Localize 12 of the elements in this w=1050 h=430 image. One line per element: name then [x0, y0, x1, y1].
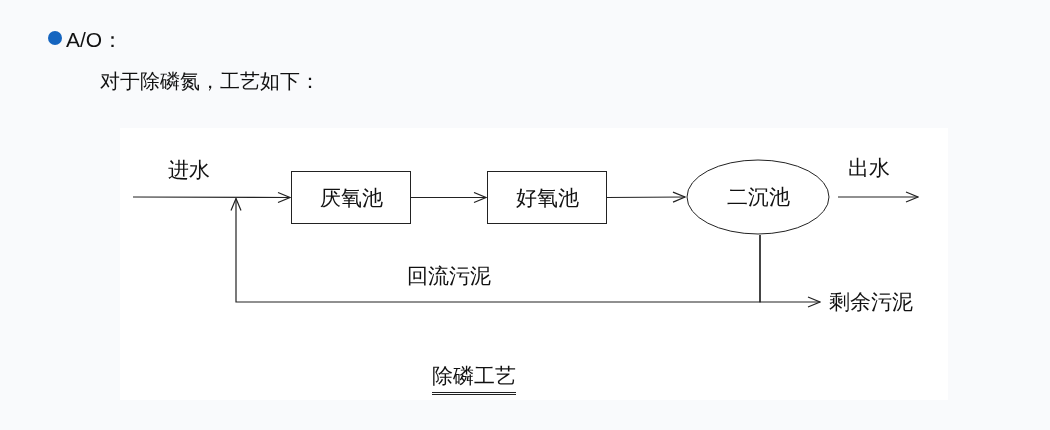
tank-box: 好氧池	[487, 171, 607, 224]
arrow	[132, 191, 291, 204]
arrow	[837, 191, 919, 203]
tank-box: 厌氧池	[291, 171, 411, 224]
arrow	[230, 197, 761, 303]
outlet-label: 剩余污泥	[829, 288, 913, 316]
tank-ellipse: 二沉池	[686, 159, 830, 235]
arrow	[606, 191, 686, 203]
arrow	[410, 191, 487, 204]
caption: 除磷工艺	[432, 362, 516, 395]
heading: A/O：	[66, 27, 124, 53]
intro-text: 对于除磷氮，工艺如下：	[100, 68, 320, 95]
